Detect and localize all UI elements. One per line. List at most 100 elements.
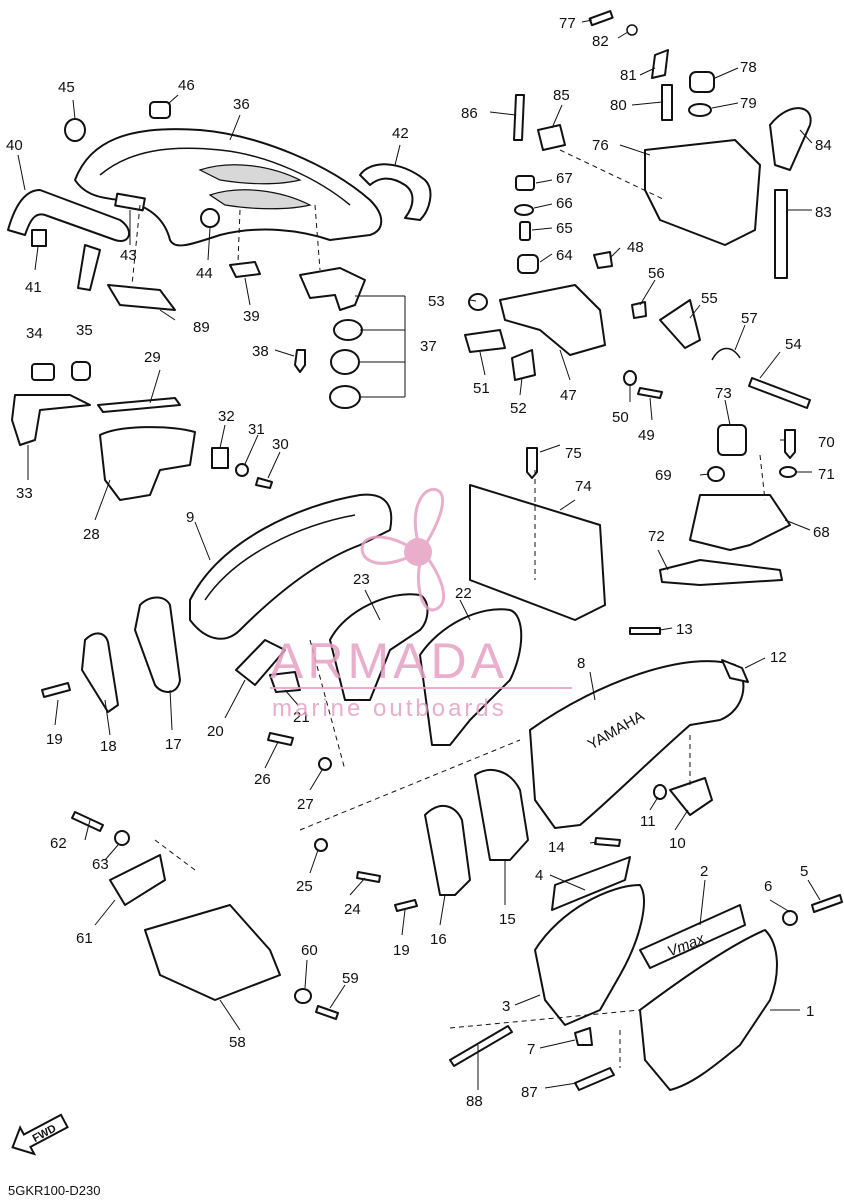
callout-49: 49 [638,427,655,444]
part-52-clip [511,349,536,381]
part-26-bolt [267,732,294,746]
part-24-screw [356,871,381,883]
callout-63: 63 [92,856,109,873]
part-37-spring [330,349,360,375]
callout-14: 14 [548,839,565,856]
callout-64: 64 [556,247,573,264]
part-71-washer [779,466,797,478]
part-18-bracket [81,632,119,713]
part-48-clip [593,251,613,269]
callout-11: 11 [640,813,656,830]
callout-13: 13 [676,621,693,638]
callout-26: 26 [254,771,271,788]
callout-2: 2 [700,863,708,880]
callout-19a: 19 [46,731,63,748]
callout-4: 4 [535,867,543,884]
callout-34: 34 [26,325,43,342]
dashed-guides [131,149,766,1068]
callout-24: 24 [344,901,361,918]
callout-65: 65 [556,220,573,237]
callout-17: 17 [165,736,182,753]
part-17-cover [134,596,181,693]
part-8-side-cover [529,660,745,829]
callout-39: 39 [243,308,260,325]
callout-7: 7 [527,1041,535,1058]
callout-23: 23 [353,571,370,588]
part-13-screw [629,627,661,635]
part-70-bolt [784,429,796,459]
callout-33: 33 [16,485,33,502]
part-20-plate [235,639,286,686]
callout-74: 74 [575,478,592,495]
part-47-bracket [499,284,606,356]
callout-55: 55 [701,290,718,307]
callout-9: 9 [186,509,194,526]
callout-30: 30 [272,436,289,453]
callout-16: 16 [430,931,447,948]
part-63-collar [114,830,130,846]
callout-19b: 19 [393,942,410,959]
part-57-spring [711,347,741,361]
part-9-side-panel [189,493,393,640]
part-28-duct [99,426,196,501]
part-74-battery-box [469,484,606,621]
part-81-hose [651,49,669,79]
callout-60: 60 [301,942,318,959]
callout-69: 69 [655,467,672,484]
part-4-emblem-plate [551,856,631,911]
callout-84: 84 [815,137,832,154]
part-86-screw [513,94,525,141]
callout-45: 45 [58,79,75,96]
part-1-side-cover [639,929,778,1091]
part-31-collar [235,463,249,477]
part-39-clip [229,261,261,278]
callout-43: 43 [120,247,137,264]
part-60-grommet [294,988,312,1004]
callout-31: 31 [248,421,265,438]
part-80-nipple [661,84,673,121]
part-56-clip [631,301,647,319]
part-15-grille [474,769,529,861]
callout-85: 85 [553,87,570,104]
part-40-grab-rail [7,189,130,291]
callout-56: 56 [648,265,665,282]
callout-50: 50 [612,409,629,426]
watermark-tagline: marine outboards [272,695,507,722]
part-35-grommet [71,361,91,381]
callout-73: 73 [715,385,732,402]
part-10-bracket [669,777,713,816]
callout-46: 46 [178,77,195,94]
callout-61: 61 [76,930,93,947]
part-54-rod [748,377,811,409]
callout-38: 38 [252,343,269,360]
callout-59: 59 [342,970,359,987]
callout-36: 36 [233,96,250,113]
callout-18: 18 [100,738,117,755]
callout-87: 87 [521,1084,538,1101]
callout-21: 21 [293,709,310,726]
part-42-handle [359,163,432,221]
part-44-grommet [200,208,220,228]
callout-62: 62 [50,835,67,852]
part-16-panel [424,805,471,896]
callout-22: 22 [455,585,472,602]
callout-68: 68 [813,524,830,541]
watermark: ARMADA marine outboards [270,488,572,722]
callout-82: 82 [592,33,609,50]
callout-1: 1 [806,1003,814,1020]
part-46-grommet [149,101,171,119]
callout-32: 32 [218,408,235,425]
callout-71: 71 [818,466,835,483]
callout-79: 79 [740,95,757,112]
callout-40: 40 [6,137,23,154]
callout-48: 48 [627,239,644,256]
part-68-bracket [689,494,791,551]
part-41-clip [31,229,47,247]
callout-80: 80 [610,97,627,114]
callout-20: 20 [207,723,224,740]
part-32-clip [211,447,229,469]
callout-72: 72 [648,528,665,545]
part-37-cushion-a [333,319,363,341]
part-82-clip [626,24,638,36]
callout-76: 76 [592,137,609,154]
